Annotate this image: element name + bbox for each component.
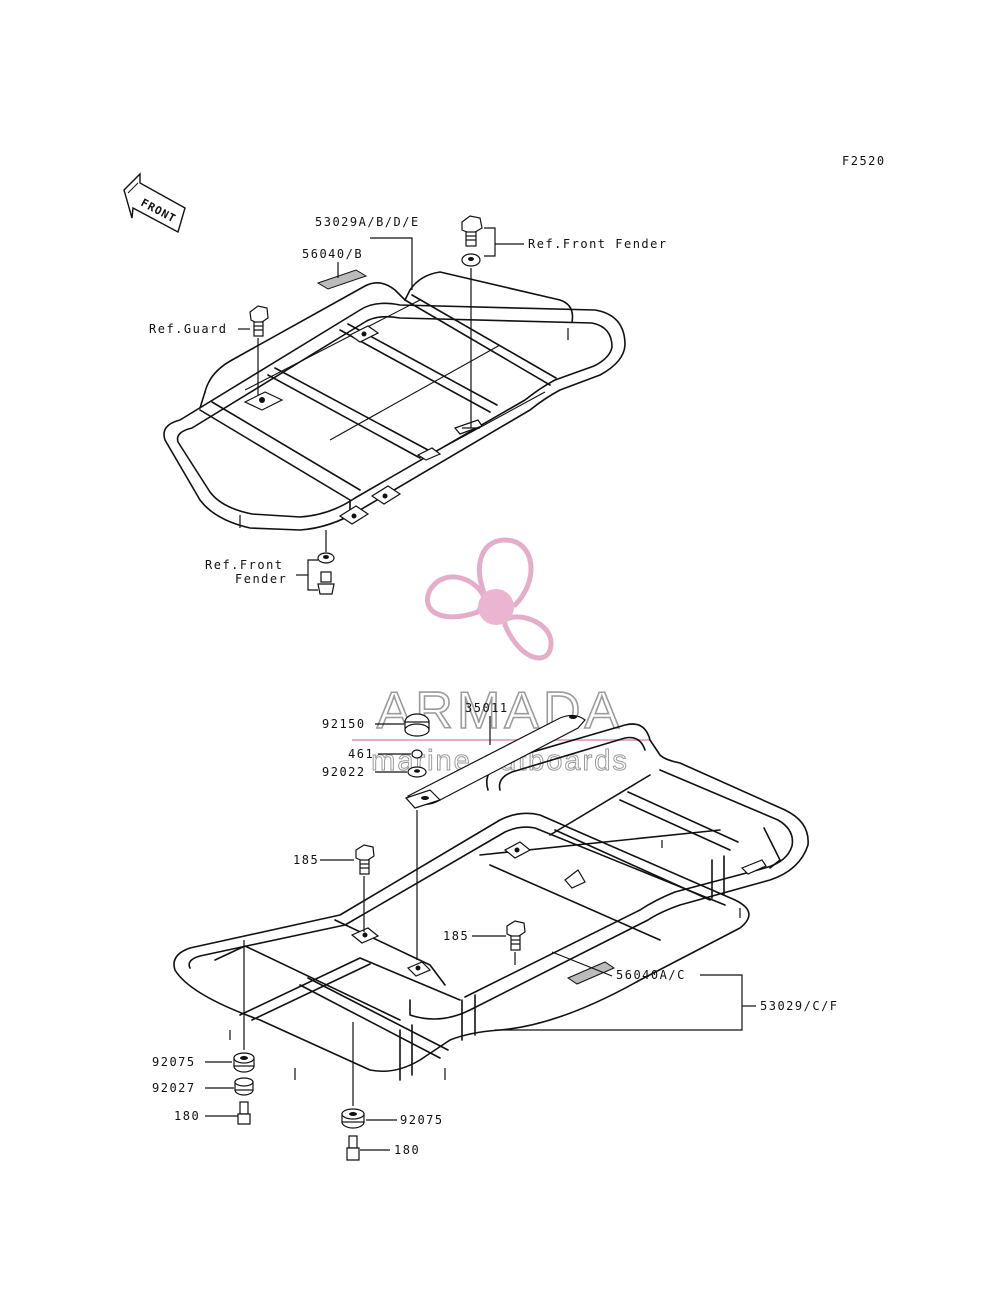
label-ref-guard: Ref.Guard — [149, 322, 228, 336]
label-53029A-B-D-E: 53029A/B/D/E — [315, 215, 420, 229]
bolt-185-left — [355, 844, 375, 875]
grommet-ref-front-fender-top — [461, 253, 481, 267]
label-53029-C-F: 53029/C/F — [760, 999, 839, 1013]
label-56040A-C: 56040A/C — [616, 968, 686, 982]
label-35011: 35011 — [465, 701, 509, 715]
bolt-180-right — [346, 1135, 360, 1161]
rear-carrier-drawing — [173, 723, 809, 1081]
bolt-ref-front-fender-top — [461, 215, 483, 247]
armada-logo-watermark: ARMADA marine outboards — [352, 537, 650, 778]
label-ref-front-line2: Fender — [235, 572, 287, 586]
bolt-ref-guard — [249, 305, 269, 337]
damper-92075-left — [233, 1052, 255, 1073]
bolt-180-left — [237, 1101, 251, 1125]
label-92022: 92022 — [322, 765, 366, 779]
label-ref-front-fender-top: Ref.Front Fender — [528, 237, 668, 251]
figure-code: F2520 — [842, 154, 886, 168]
damper-92075-right — [341, 1108, 365, 1129]
knob-92150 — [404, 713, 430, 737]
collar-92027 — [234, 1077, 254, 1096]
label-92075-left: 92075 — [152, 1055, 196, 1069]
label-180-left: 180 — [174, 1109, 200, 1123]
washer-92022 — [407, 766, 427, 778]
label-92150: 92150 — [322, 717, 366, 731]
bolt-185-right — [506, 920, 526, 951]
label-92027: 92027 — [152, 1081, 196, 1095]
grommet-ref-front-fender-bottom — [317, 552, 335, 595]
label-461: 461 — [348, 747, 374, 761]
label-92075-right: 92075 — [400, 1113, 444, 1127]
washer-461 — [411, 749, 423, 759]
label-185-left: 185 — [293, 853, 319, 867]
label-56040-B: 56040/B — [302, 247, 363, 261]
label-ref-front-line1: Ref.Front — [205, 558, 284, 572]
bracket-35011 — [404, 714, 586, 809]
label-185-right: 185 — [443, 929, 469, 943]
label-180-right: 180 — [394, 1143, 420, 1157]
propeller-icon — [425, 537, 554, 661]
front-carrier-drawing — [163, 269, 626, 531]
front-arrow-icon: FRONT — [123, 172, 186, 234]
